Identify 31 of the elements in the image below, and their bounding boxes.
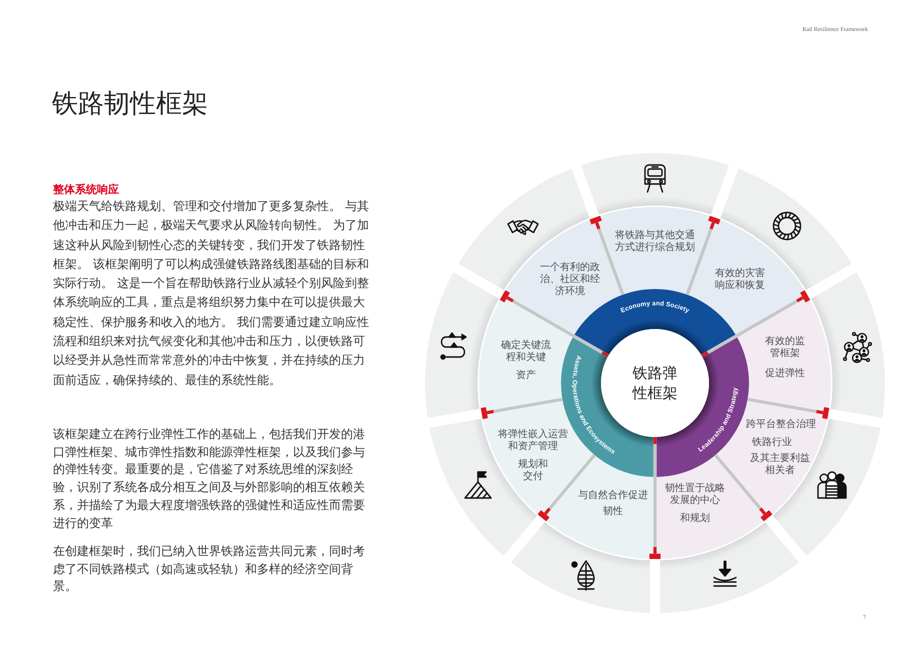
segment-label: 韧性 xyxy=(602,506,624,518)
segment-label: 确定关键流程和关键 xyxy=(500,340,552,364)
segment-label: 有效的灾害响应和恢复 xyxy=(714,268,766,292)
icon-segment xyxy=(659,522,799,613)
page-title: 铁路韧性框架 xyxy=(52,88,208,120)
icon-segment xyxy=(511,522,650,613)
wheel-segment xyxy=(479,299,573,412)
wheel-segment xyxy=(546,456,654,559)
segment-label: 规划和交付 xyxy=(517,459,549,483)
segment-label: 韧性置于战略发展的中心 xyxy=(664,483,726,507)
body-paragraph: 极端天气给铁路规划、管理和交付增加了更多复杂性。 与其他冲击和压力一起，极端天气要求从风险转向韧性。 为了加速这种从风险到韧性心态的关键转变，我们开发了铁路韧性框架。 该框架阐明了可以构成强健铁路路线图基础的目标和实际行动。 这是一个旨在帮助铁路行业从减轻个别风险到整体系统响应的工具，重点是将组织努力集中在可以提供最大稳定性、保护服务和收入的地方。 我们需要通过建立响应性流程和组织来对抗气候变化和其他冲击和压力，以便铁路可以经受并从急性而常常意外的冲击中恢复，并在持续的压力面前适应，确保持续的、最佳的系统性能。 xyxy=(53,198,369,389)
segment-label: 资产 xyxy=(515,370,537,382)
segment-label: 与自然合作促进 xyxy=(577,490,649,502)
segment-label: 及其主要利益相关者 xyxy=(749,453,811,477)
wheel-segment xyxy=(737,299,831,412)
icon-segment xyxy=(811,272,885,419)
segment-label: 和规划 xyxy=(679,513,711,525)
body-paragraph: 在创建框架时，我们已纳入世界铁路运营共同元素，同时考虑了不同铁路模式（如高速或轻轨）和多样的经济空间背景。 xyxy=(53,543,366,596)
body-paragraph: 该框架建立在跨行业弹性工作的基础上，包括我们开发的港口弹性框架、城市弹性指数和能源弹性框架，以及我们参与的弹性转变。最重要的是，它借鉴了对系统思维的深刻经验，识别了系统各成分相互之间及与外部影响的相互依赖关系，并描绘了为最大程度增强铁路的强健性和适应性而需要进行的变革 xyxy=(53,426,366,532)
segment-label: 有效的监管框架 xyxy=(764,336,806,360)
segment-label: 促进弹性 xyxy=(764,368,806,380)
segment-label: 将铁路与其他交通方式进行综合规划 xyxy=(614,230,696,254)
segment-label: 跨平台整合治理 xyxy=(745,419,817,431)
segment-label: 一个有利的政治、社区和经济环境 xyxy=(539,262,601,298)
segment-label: 铁路行业 xyxy=(751,437,793,449)
wheel-segment xyxy=(598,207,712,295)
center-label: 铁路弹性框架 xyxy=(631,363,678,403)
segment-label: 将弹性嵌入运营和资产管理 xyxy=(497,429,569,453)
icon-segment xyxy=(581,153,729,215)
section-heading: 整体系统响应 xyxy=(53,183,119,197)
icon-segment xyxy=(425,272,499,419)
